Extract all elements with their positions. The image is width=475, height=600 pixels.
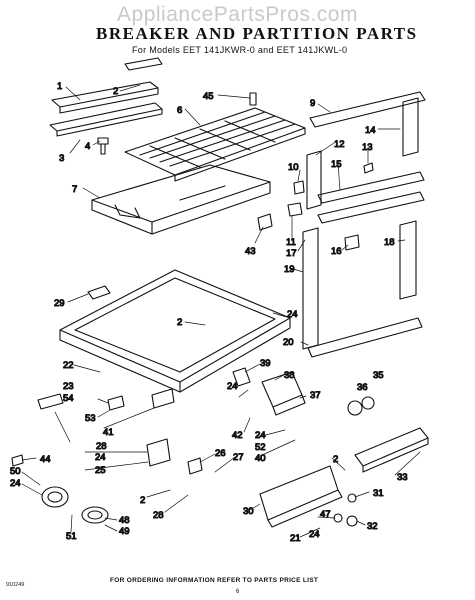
callout-10: 10 bbox=[288, 162, 299, 173]
callout-26: 26 bbox=[215, 448, 226, 459]
callout-19: 19 bbox=[284, 264, 295, 275]
page-number: 6 bbox=[236, 589, 240, 595]
callout-11: 11 bbox=[286, 237, 296, 248]
shelf-grille bbox=[124, 107, 306, 182]
part-26 bbox=[187, 457, 203, 475]
callout-12: 12 bbox=[334, 139, 345, 150]
thermostat-48 bbox=[81, 506, 109, 524]
bracket-part-28 bbox=[37, 393, 64, 410]
diagram-subtitle: For Models EET 141JKWR-0 and EET 141JKWL… bbox=[132, 45, 348, 55]
callout-53: 53 bbox=[85, 413, 96, 424]
callout-24-panel-lower: 24 bbox=[309, 529, 320, 540]
callout-24-lower: 24 bbox=[255, 430, 266, 441]
part-29-block bbox=[87, 285, 111, 300]
hinge-part-43 bbox=[257, 213, 273, 231]
callout-52: 52 bbox=[255, 442, 266, 453]
watermark: AppliancePartsPros.com bbox=[117, 3, 358, 26]
callout-23: 23 bbox=[63, 381, 74, 392]
callout-45: 45 bbox=[203, 91, 214, 102]
callout-17: 17 bbox=[286, 248, 297, 259]
callout-2-thermo: 2 bbox=[140, 495, 145, 506]
partition-panel bbox=[59, 269, 291, 393]
callout-39: 39 bbox=[260, 358, 271, 369]
callout-4: 4 bbox=[85, 141, 90, 152]
small-clip-13 bbox=[363, 162, 374, 174]
thermostat-50 bbox=[41, 486, 69, 508]
part-44 bbox=[11, 454, 24, 467]
breaker-strip-upper bbox=[51, 81, 159, 114]
breaker-strip-lower bbox=[49, 102, 163, 137]
callout-2: 2 bbox=[113, 86, 118, 97]
callout-38: 38 bbox=[284, 370, 295, 381]
diagram-title: BREAKER AND PARTITION PARTS bbox=[96, 24, 418, 43]
callout-24-switch: 24 bbox=[95, 452, 106, 463]
ordering-info-footer: FOR ORDERING INFORMATION REFER TO PARTS … bbox=[110, 577, 319, 584]
callout-2-panel: 2 bbox=[177, 317, 182, 328]
callout-6: 6 bbox=[177, 105, 182, 116]
callout-24-housing: 24 bbox=[227, 381, 238, 392]
callout-24-panel: 24 bbox=[287, 309, 298, 320]
leader-lines bbox=[21, 84, 421, 538]
switch-part-16 bbox=[344, 234, 360, 251]
control-panel-30 bbox=[259, 465, 343, 528]
small-clip-10 bbox=[293, 180, 305, 195]
light-bulbs bbox=[347, 396, 375, 416]
callout-47: 47 bbox=[320, 509, 331, 520]
callout-7: 7 bbox=[72, 184, 77, 195]
callout-41: 41 bbox=[103, 427, 114, 438]
callout-25: 25 bbox=[95, 465, 106, 476]
document-code: 910249 bbox=[6, 582, 25, 588]
callout-48: 48 bbox=[119, 515, 130, 526]
callout-31: 31 bbox=[373, 488, 384, 499]
small-clip-11 bbox=[287, 202, 303, 217]
switch-part-25 bbox=[146, 438, 171, 467]
callout-20: 20 bbox=[283, 337, 294, 348]
callout-42: 42 bbox=[232, 430, 243, 441]
callout-36: 36 bbox=[357, 382, 368, 393]
part-41-block bbox=[151, 388, 175, 409]
callout-44: 44 bbox=[40, 454, 51, 465]
breaker-tray bbox=[91, 164, 271, 235]
callout-49: 49 bbox=[119, 526, 130, 537]
callout-15: 15 bbox=[331, 159, 342, 170]
callout-30: 30 bbox=[243, 506, 254, 517]
door-frame-upper bbox=[306, 91, 426, 224]
callout-13: 13 bbox=[362, 142, 373, 153]
callout-9: 9 bbox=[310, 98, 315, 109]
callout-16: 16 bbox=[331, 246, 342, 257]
callout-35: 35 bbox=[373, 370, 384, 381]
socket-part-53 bbox=[107, 395, 125, 411]
callout-2-lower: 2 bbox=[333, 454, 338, 465]
callout-28-lower: 28 bbox=[153, 510, 164, 521]
callout-51: 51 bbox=[66, 531, 77, 542]
strip-cap bbox=[124, 57, 163, 71]
callout-54: 54 bbox=[63, 393, 74, 404]
screw-part-4 bbox=[97, 137, 109, 155]
callout-3: 3 bbox=[59, 153, 64, 164]
callout-28-bracket: 28 bbox=[96, 441, 107, 452]
control-housing bbox=[232, 367, 306, 416]
trim-part-33 bbox=[354, 427, 429, 473]
callout-14: 14 bbox=[365, 125, 376, 136]
callout-24-thermo: 24 bbox=[10, 478, 21, 489]
callout-27: 27 bbox=[233, 452, 244, 463]
door-frame-lower bbox=[302, 220, 423, 358]
callout-18: 18 bbox=[384, 237, 395, 248]
callout-22: 22 bbox=[63, 360, 74, 371]
clip-part-45 bbox=[249, 92, 257, 106]
callout-21: 21 bbox=[290, 533, 301, 544]
callout-50: 50 bbox=[10, 466, 21, 477]
callout-37: 37 bbox=[310, 390, 321, 401]
callout-40: 40 bbox=[255, 453, 266, 464]
callout-29: 29 bbox=[54, 298, 65, 309]
callout-1: 1 bbox=[57, 81, 62, 92]
callout-33: 33 bbox=[397, 472, 408, 483]
callout-43: 43 bbox=[245, 246, 256, 257]
callout-32: 32 bbox=[367, 521, 378, 532]
